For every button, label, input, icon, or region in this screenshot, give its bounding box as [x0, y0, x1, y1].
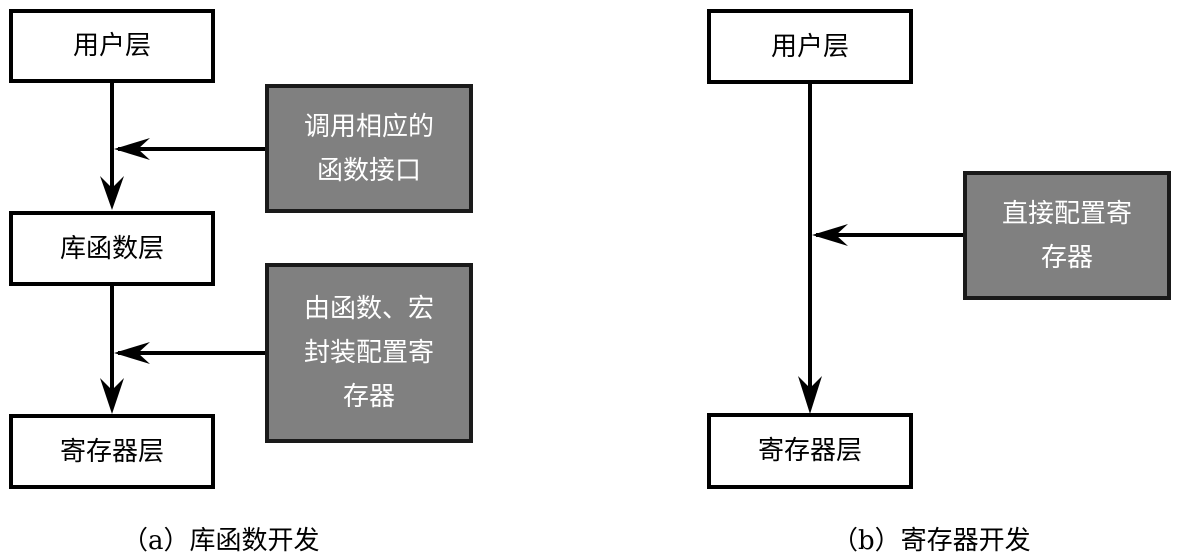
- a-annotation2-line2: 封装配置寄: [303, 338, 434, 368]
- a-annotation-call-interface: 调用相应的 函数接口: [265, 84, 473, 213]
- a-register-layer-label: 寄存器层: [59, 436, 164, 467]
- a-library-layer-box: 库函数层: [9, 211, 215, 286]
- b-caption: （b）寄存器开发: [832, 526, 1031, 556]
- a-register-layer-box: 寄存器层: [9, 414, 215, 489]
- a-caption: （a）库函数开发: [122, 526, 320, 556]
- a-annotation2-line3: 存器: [342, 382, 395, 412]
- b-user-to-register-arrowhead: [798, 376, 822, 414]
- b-annotation-arrowhead: [812, 224, 848, 246]
- b-annotation-line1: 直接配置寄: [1001, 198, 1132, 229]
- b-annotation-direct-config: 直接配置寄 存器: [963, 171, 1171, 300]
- a-annotation1-line1: 调用相应的: [303, 111, 434, 142]
- b-user-layer-box: 用户层: [707, 9, 913, 84]
- a-annotation-encapsulated-config: 由函数、宏 封装配置寄 存器: [265, 263, 473, 443]
- a-user-to-library-arrowhead: [100, 176, 124, 210]
- a-user-layer-label: 用户层: [72, 31, 151, 61]
- a-user-layer-box: 用户层: [9, 9, 215, 83]
- b-user-layer-label: 用户层: [770, 31, 849, 62]
- a-annotation2-arrowhead: [114, 342, 150, 364]
- b-register-layer-box: 寄存器层: [707, 413, 913, 489]
- b-register-layer-label: 寄存器层: [757, 436, 862, 466]
- a-library-to-register-arrowhead: [100, 378, 124, 414]
- a-annotation1-arrowhead: [114, 138, 150, 160]
- a-library-layer-label: 库函数层: [59, 233, 164, 264]
- a-annotation1-line2: 函数接口: [316, 155, 421, 186]
- b-annotation-line2: 存器: [1040, 242, 1093, 273]
- a-annotation2-line1: 由函数、宏: [303, 294, 434, 324]
